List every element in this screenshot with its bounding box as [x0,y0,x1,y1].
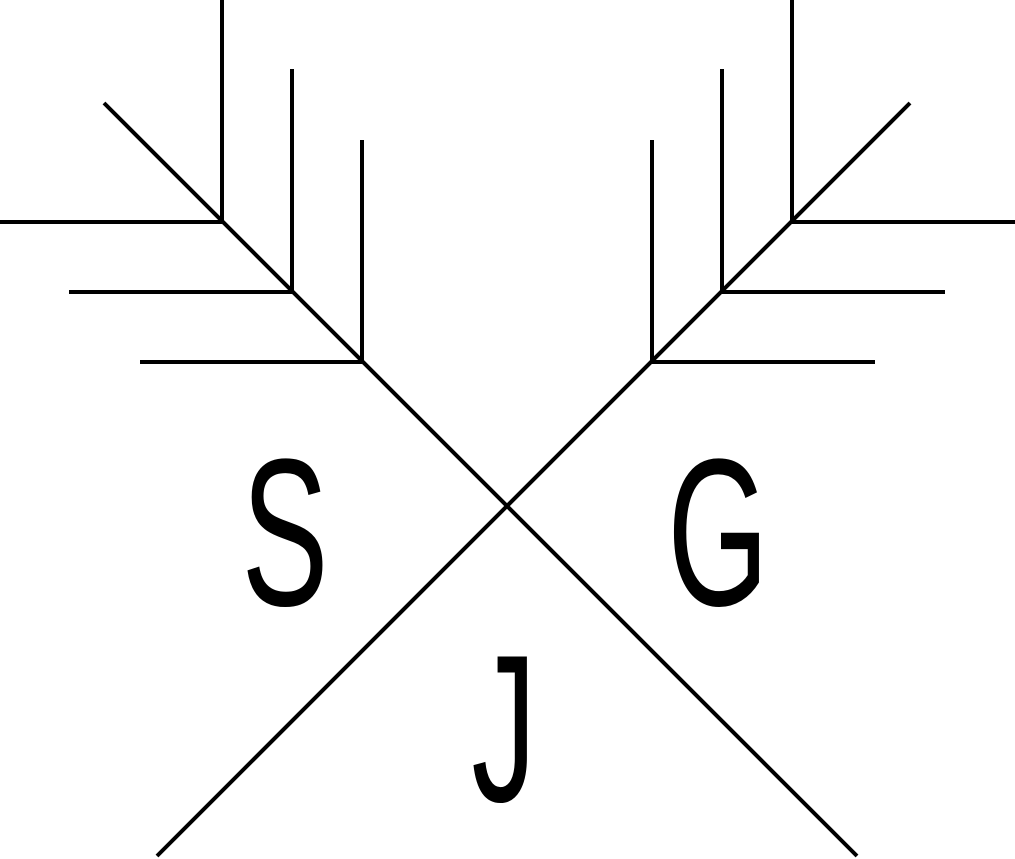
monogram-initial-left: S [241,415,329,650]
monogram-initial-right: G [667,415,769,650]
antler-right-icon [650,0,1015,364]
diagonal-left-to-bottom-right [102,101,859,858]
monogram-initial-bottom: J [471,611,537,846]
antler-left-icon [0,0,364,364]
diagonal-right-to-bottom-left [155,101,912,858]
crossed-lines-icon [102,101,912,858]
